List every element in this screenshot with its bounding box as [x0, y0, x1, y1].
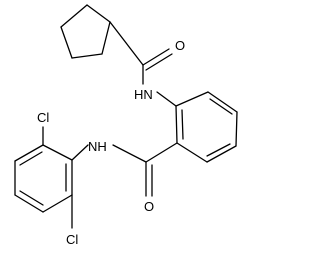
- bond: [60, 26, 73, 59]
- amide-nh-label-1: HN: [134, 87, 153, 102]
- bond: [175, 91, 209, 107]
- bond: [42, 194, 73, 213]
- bond: [101, 21, 111, 55]
- cyclopentane-ring: [60, 4, 111, 59]
- carbonyl-group-1: [109, 21, 173, 85]
- bond: [86, 4, 111, 23]
- bond: [42, 144, 73, 161]
- bond: [175, 105, 178, 144]
- bond: [176, 142, 208, 163]
- structure-drawing: O HN NH O Cl Cl: [14, 4, 238, 247]
- inner-double-bond: [209, 98, 233, 115]
- bond: [206, 145, 237, 163]
- molecule-diagram: O HN NH O Cl Cl: [14, 4, 238, 247]
- bond: [156, 91, 177, 107]
- oxygen-label-1: O: [175, 38, 185, 53]
- bond: [235, 111, 238, 147]
- chlorine-label-top: Cl: [37, 110, 49, 125]
- bond: [60, 4, 88, 28]
- bond: [112, 144, 147, 163]
- bond: [207, 91, 238, 113]
- carbonyl-group-2: [112, 142, 178, 197]
- bond: [145, 142, 178, 163]
- inner-double-bond: [181, 109, 184, 140]
- inner-double-bond: [19, 190, 44, 206]
- chlorine-label-bottom: Cl: [66, 232, 78, 247]
- bond: [14, 144, 44, 162]
- amide-nh-label-2: NH: [88, 139, 107, 154]
- bond: [109, 21, 144, 66]
- double-bond: [142, 48, 170, 66]
- double-bond: [145, 53, 173, 71]
- inner-double-bond: [19, 151, 43, 166]
- benzene-ring: [175, 91, 238, 163]
- oxygen-label-2: O: [144, 199, 154, 214]
- bond: [14, 194, 44, 213]
- bond: [71, 144, 89, 161]
- dichlorophenyl-ring: [14, 144, 73, 213]
- bond: [71, 53, 103, 59]
- inner-double-bond: [206, 143, 231, 157]
